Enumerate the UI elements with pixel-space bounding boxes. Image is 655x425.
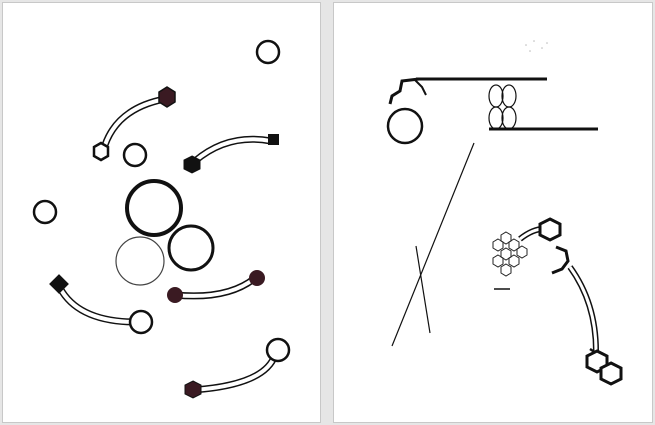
small-hexagon-cluster — [492, 231, 528, 277]
dark-dot-end — [249, 270, 265, 286]
long-curved-rod — [567, 265, 599, 352]
hexagon-end-top — [538, 217, 562, 242]
long-curved-rod-inner — [568, 266, 598, 352]
right-panel — [333, 2, 653, 423]
dark-hexagon-end — [158, 86, 176, 108]
dark-dot-end — [167, 287, 183, 303]
central-large-circle — [125, 179, 183, 237]
molecule-rod-4 — [167, 270, 265, 303]
hook-linker — [388, 77, 420, 105]
ellipse-cluster — [488, 84, 517, 130]
hook-linker-small — [413, 78, 427, 96]
hexagon-end-bottom-2 — [599, 361, 623, 386]
open-circle-end — [265, 337, 291, 363]
dark-hexagon-end — [183, 155, 201, 174]
right-panel-diagram — [386, 40, 623, 386]
long-diagonal-line — [391, 142, 475, 347]
dark-square-end — [268, 134, 279, 145]
outline-hexagon-end — [92, 141, 110, 162]
central-medium-circle — [167, 224, 215, 272]
central-thin-circle — [115, 236, 165, 286]
free-circle-left — [32, 199, 58, 225]
left-panel-diagram — [32, 39, 291, 399]
molecule-rod-2 — [183, 134, 279, 174]
left-panel — [2, 2, 321, 423]
free-circle-upper-middle — [122, 142, 148, 168]
bracket-linker — [551, 245, 570, 275]
molecule-rod-3 — [49, 274, 154, 335]
crossing-thin-line — [415, 245, 431, 334]
free-circle-top-right — [255, 39, 281, 65]
molecule-rod-1 — [92, 86, 176, 162]
faint-specks — [525, 40, 548, 52]
dark-diamond-end — [49, 274, 69, 294]
dark-hexagon-end — [184, 380, 202, 399]
large-open-circle — [386, 107, 424, 145]
molecule-rod-5 — [184, 337, 291, 399]
open-circle-end — [128, 309, 154, 335]
